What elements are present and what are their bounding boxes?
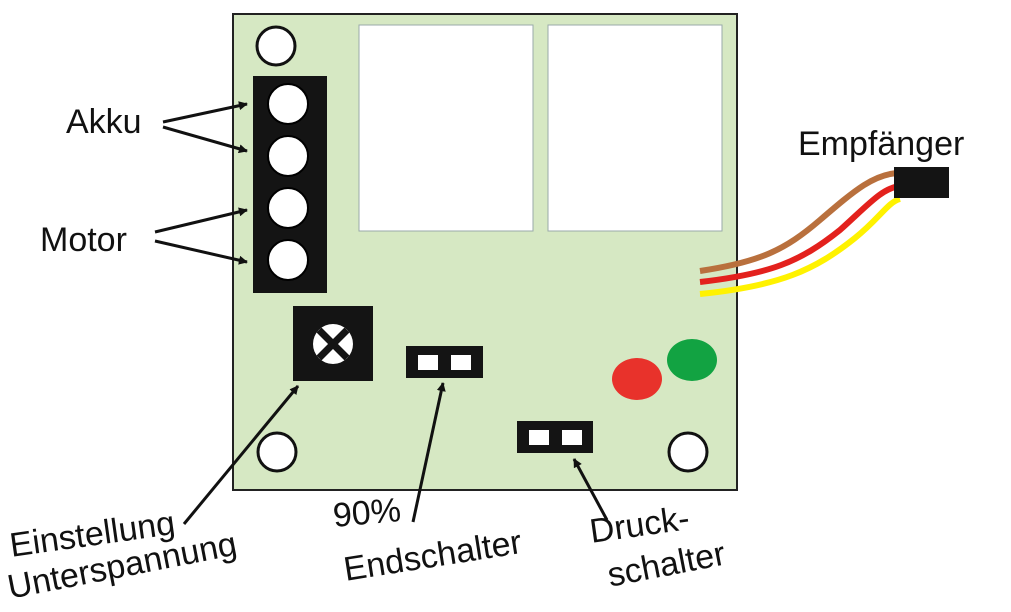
- arrow-druckschalter: [572, 458, 609, 521]
- jumper-90-percent: [406, 346, 483, 378]
- mounting-hole-top-left: [255, 25, 297, 67]
- arrow-endschalter: [411, 382, 446, 523]
- mounting-hole-bottom-left: [256, 431, 298, 473]
- arrow-akku-2: [162, 125, 248, 154]
- arrow-einstellung: [182, 385, 300, 525]
- terminal-screw-3: [267, 187, 309, 229]
- label-motor: Motor: [40, 221, 127, 259]
- mounting-hole-bottom-right: [667, 431, 709, 473]
- label-arrows: [154, 101, 609, 525]
- terminal-screw-1: [267, 83, 309, 125]
- potentiometer: [293, 306, 373, 381]
- terminal-screw-4: [267, 239, 309, 281]
- led-red: [612, 358, 662, 400]
- arrow-motor-2: [154, 239, 248, 265]
- label-akku: Akku: [66, 103, 142, 141]
- relay-right: [547, 24, 723, 232]
- jumper-druckschalter: [517, 421, 593, 453]
- terminal-screw-2: [267, 135, 309, 177]
- arrow-motor-1: [154, 207, 248, 234]
- label-90-percent: 90%: [331, 491, 403, 535]
- led-green: [667, 339, 717, 381]
- terminal-block: [253, 76, 327, 293]
- receiver-plug: [894, 167, 949, 198]
- relay-left: [358, 24, 534, 232]
- arrow-akku-1: [162, 101, 248, 124]
- label-empfaenger: Empfänger: [798, 125, 965, 163]
- receiver-cable: [699, 170, 902, 297]
